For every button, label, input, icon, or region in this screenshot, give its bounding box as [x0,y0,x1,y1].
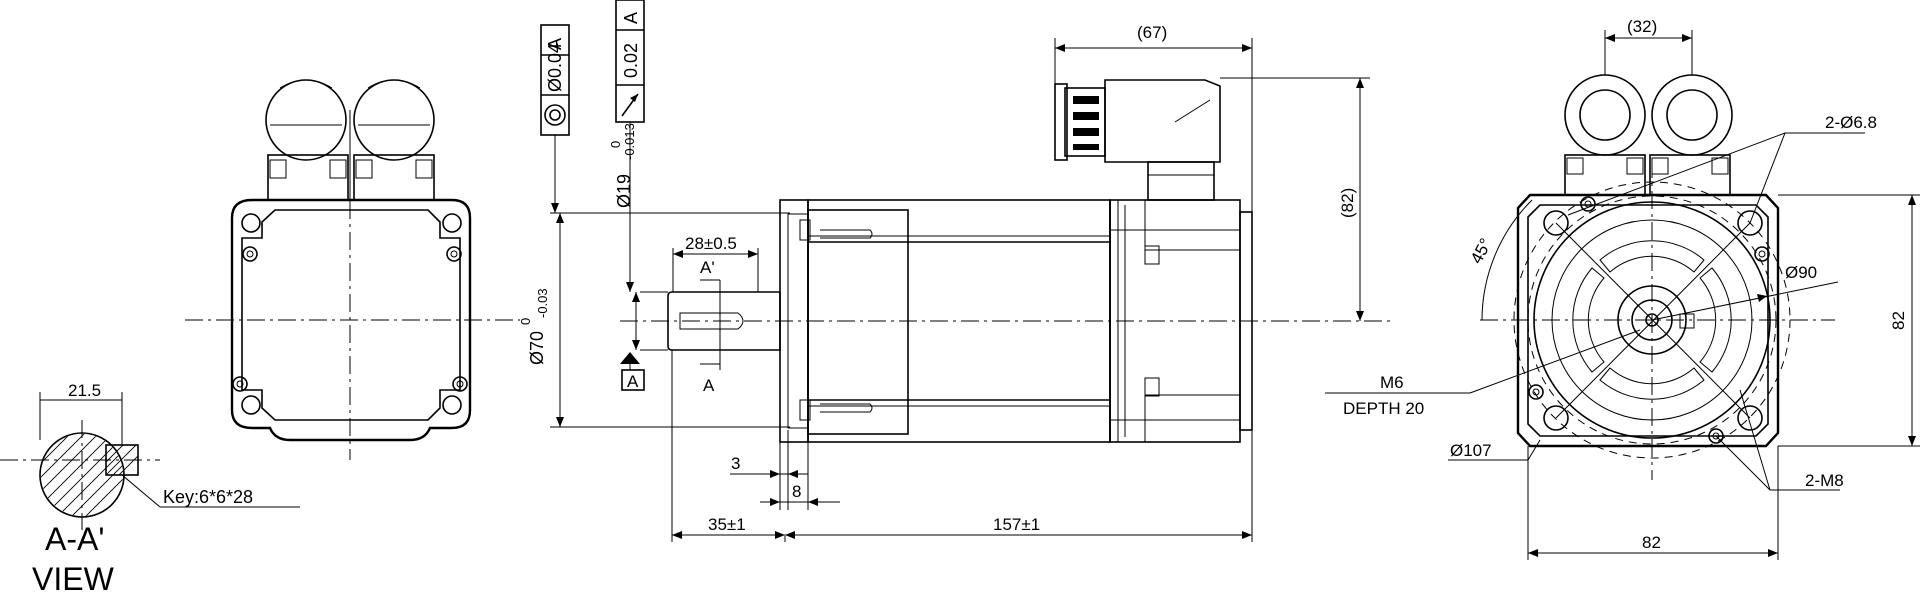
connector-length-dim: (67) [1137,23,1167,42]
rear-housing [230,198,472,442]
runout-datum: A [621,12,641,24]
flange-pilot-dia-label: Ø70 [527,331,547,365]
mount-hole-tl [1543,210,1569,236]
rear-cover [241,209,461,421]
front-connector-left [1564,74,1646,156]
concentricity-value: Ø0.04 [545,43,565,92]
datum-label: A [627,372,639,391]
runout-value: 0.02 [621,43,641,78]
datum-triangle [620,352,640,364]
connector-height-dim: (82) [1338,188,1357,218]
tolerance-frames: A Ø0.04 A 0.02 Ø19 0 -0.013 [540,0,645,292]
tap-hole-label-2: DEPTH 20 [1343,399,1424,418]
connector-spacing-dim: (32) [1627,17,1657,36]
section-mark-top: A' [700,258,715,277]
angle-label: 45° [1467,235,1496,267]
concentricity-datum: A [545,38,565,50]
body-length-dim: 157±1 [993,515,1040,534]
tapped-holes-label: 2-M8 [1805,471,1844,490]
section-title-line1: A-A' [45,521,104,557]
shaft-length-dim: 35±1 [708,515,746,534]
dim-8: 8 [792,482,801,501]
tap-hole-label-1: M6 [1380,373,1404,392]
front-connector-right [1651,74,1733,156]
mount-holes-label: 2-Ø6.8 [1825,113,1877,132]
dim-3: 3 [731,454,740,473]
shaft-dia-label: Ø19 [614,174,634,208]
side-connector-body [1104,79,1221,163]
shaft-tol-lower: -0.013 [622,123,637,160]
mount-hole-tr [1737,210,1763,236]
rear-hole-tl [241,213,261,233]
shaft-keyway [679,312,744,330]
outer-circle-label: Ø107 [1450,441,1492,460]
rear-hole-bl [241,395,261,415]
mount-hole-br [1737,405,1763,431]
flange-width-dim: 82 [1642,533,1661,552]
section-view: 21.5 Key:6*6*28 A-A' VIEW [0,381,300,595]
rear-hole-tr [442,213,462,233]
mount-hole-bl [1543,405,1569,431]
flange-pilot-tol-lower: -0.03 [535,288,550,318]
rear-connector-left [265,79,347,161]
shaft-key-length-dim: 28±0.5 [685,234,737,253]
runout-arrow-icon [621,93,639,117]
side-connector-base [1147,161,1215,201]
flange-height-dim: 82 [1889,311,1908,330]
concentricity-symbol-icon [544,104,566,126]
rear-connector-right [353,79,435,161]
side-view: Ø70 0 -0.03 A A' A 28±0.5 [518,23,1390,542]
square-flange [1516,193,1780,448]
rear-hole-br [442,395,462,415]
section-title-line2: VIEW [32,561,115,595]
side-connector-plug [1064,87,1106,157]
datum-box [621,369,645,391]
rear-connector-left-base [267,154,349,201]
key-width-dim: 21.5 [68,381,101,400]
bolt-circle-label: Ø90 [1785,263,1817,282]
rear-view [185,79,520,460]
rear-connector-right-base [353,154,435,201]
flange-pilot-tol-upper: 0 [518,318,533,325]
key-spec-label: Key:6*6*28 [163,487,253,507]
flange-view: (32) 2-Ø6.8 Ø90 45° M6 DEPTH 20 Ø107 2-M… [1325,17,1920,560]
shaft-tol-upper: 0 [608,141,623,148]
section-mark-bottom: A [703,376,715,395]
